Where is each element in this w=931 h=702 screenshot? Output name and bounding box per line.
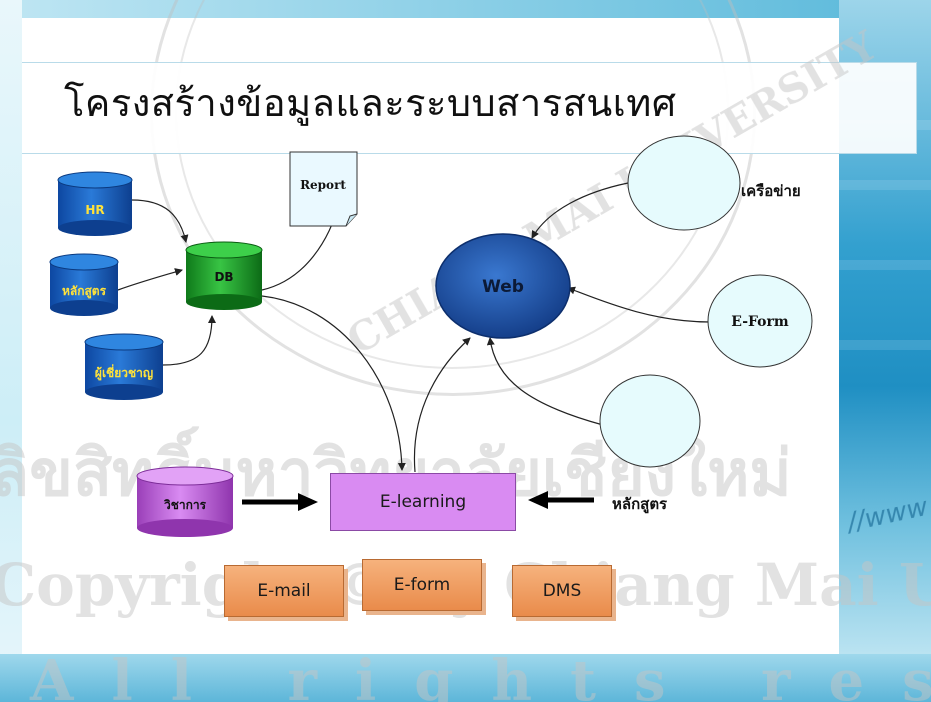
slide-title: โครงสร้างข้อมูลและระบบสารสนเทศ <box>64 81 677 125</box>
arrow-elearning-web <box>413 337 471 473</box>
title-bar <box>22 62 917 154</box>
hr-label: HR <box>85 203 104 217</box>
db-database-cylinder: DB <box>185 241 263 310</box>
curriculum-database-cylinder: หลักสูตร <box>49 253 119 316</box>
curriculum-side-label: หลักสูตร <box>612 495 668 513</box>
arrow-experts-db <box>162 315 216 366</box>
web-ellipse: Web <box>435 233 571 339</box>
thick-arrow-left <box>242 493 318 511</box>
watermark-rights: All rights reserved <box>29 648 931 702</box>
dms-box: DMS <box>512 565 612 617</box>
db-label: DB <box>214 270 233 284</box>
arrow-circle-web <box>486 337 604 426</box>
academic-database-cylinder: วิชาการ <box>136 466 234 537</box>
arrow-eform-web <box>567 286 711 323</box>
web-label: Web <box>482 277 524 297</box>
report-document: Report <box>289 151 358 227</box>
experts-database-cylinder: ผู้เชี่ยวชาญ <box>84 333 164 400</box>
slide-bottom-band <box>0 654 931 702</box>
curriculum-label: หลักสูตร <box>62 284 107 299</box>
arrow-hr-db <box>131 199 189 243</box>
arrow-network-web <box>531 182 629 239</box>
report-label: Report <box>300 178 346 192</box>
experts-label: ผู้เชี่ยวชาญ <box>95 364 153 381</box>
connectors <box>117 182 711 473</box>
thick-arrow-right <box>528 491 594 509</box>
slide-left-band <box>0 0 22 702</box>
arrow-db-elearning <box>261 295 406 471</box>
eform-circle-label: E-Form <box>731 314 789 330</box>
hr-database-cylinder: HR <box>57 171 133 236</box>
network-circle <box>627 135 741 231</box>
blank-circle <box>599 374 701 468</box>
eform-circle: E-Form <box>707 274 813 368</box>
arrow-curriculum-db <box>117 268 183 291</box>
academic-label: วิชาการ <box>164 498 207 512</box>
elearning-box: E-learning <box>330 473 516 531</box>
eform-box: E-form <box>362 559 482 611</box>
email-box: E-mail <box>224 565 344 617</box>
network-label: เครือข่าย <box>741 182 801 200</box>
